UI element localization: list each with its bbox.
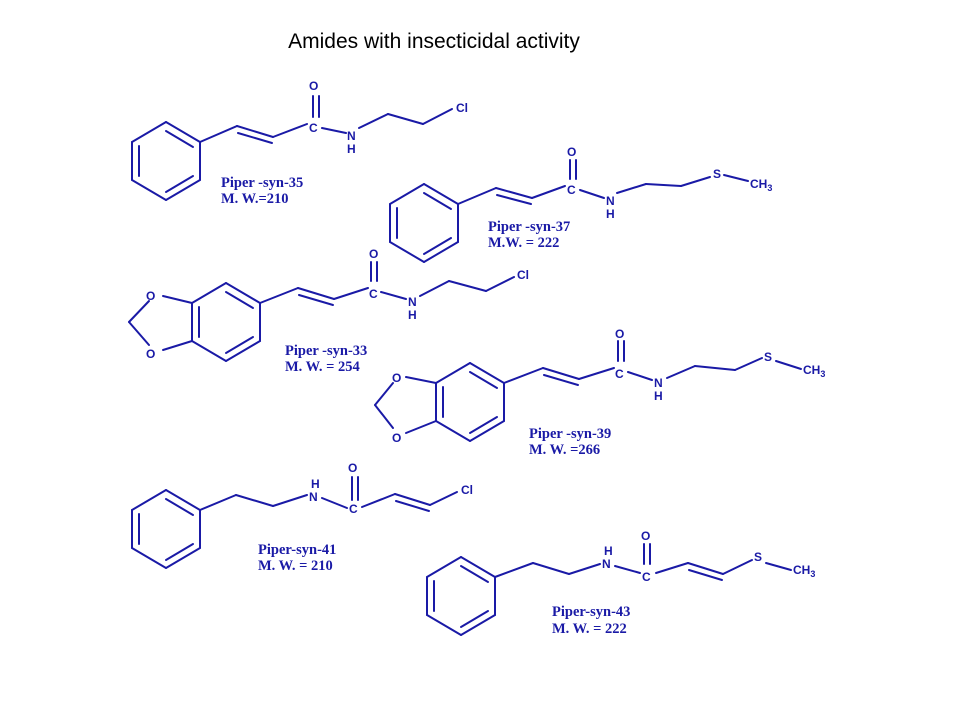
atom-oxygen: O — [369, 247, 378, 261]
atom-ring-oxygen: O — [146, 347, 155, 361]
atom-nitrogen: N — [654, 376, 663, 390]
compound-name: Piper-syn-41 — [258, 542, 336, 558]
atom-hydrogen: H — [604, 544, 613, 558]
atom-hydrogen: H — [654, 389, 663, 403]
compound-name: Piper-syn-43 — [552, 604, 630, 620]
structure-bonds — [426, 543, 792, 636]
atom-chlorine: Cl — [517, 268, 529, 282]
structure-bonds — [131, 476, 458, 569]
atom-methyl: CH3 — [803, 363, 825, 379]
atom-methyl: CH3 — [793, 563, 815, 579]
compound-piper-syn-41: H N O C Cl Piper-syn-41 M. W. = 210 — [131, 461, 473, 574]
atom-carbon: C — [349, 502, 358, 516]
atom-oxygen: O — [615, 327, 624, 341]
atom-sulfur: S — [713, 167, 721, 181]
atom-chlorine: Cl — [461, 483, 473, 497]
atom-sulfur: S — [764, 350, 772, 364]
compound-piper-syn-39: O C N H S CH3 O O Piper -syn-39 M. W. =2… — [374, 327, 825, 458]
atom-oxygen: O — [309, 79, 318, 93]
compound-piper-syn-35: O C N H Cl Piper -syn-35 M. W.=210 — [131, 79, 468, 207]
atom-carbon: C — [615, 367, 624, 381]
atom-ring-oxygen: O — [146, 289, 155, 303]
atom-chlorine: Cl — [456, 101, 468, 115]
compound-name: Piper -syn-39 — [529, 426, 611, 442]
atom-ring-oxygen: O — [392, 371, 401, 385]
structure-bonds — [389, 159, 749, 263]
compound-mw: M. W. =266 — [529, 442, 600, 458]
slide-title: Amides with insecticidal activity — [288, 30, 580, 53]
atom-oxygen: O — [348, 461, 357, 475]
compound-piper-syn-37: O C N H S CH3 Piper -syn-37 M.W. = 222 — [389, 145, 772, 263]
compound-mw: M. W. = 254 — [285, 359, 360, 375]
compound-mw: M. W.=210 — [221, 191, 288, 207]
atom-nitrogen: N — [347, 129, 356, 143]
atom-sulfur: S — [754, 550, 762, 564]
atom-oxygen: O — [567, 145, 576, 159]
atom-nitrogen: N — [602, 557, 611, 571]
atom-hydrogen: H — [408, 308, 417, 322]
atom-carbon: C — [567, 183, 576, 197]
compound-name: Piper -syn-37 — [488, 219, 570, 235]
atom-hydrogen: H — [311, 477, 320, 491]
compound-mw: M. W. = 222 — [552, 621, 627, 637]
compound-mw: M.W. = 222 — [488, 235, 559, 251]
atom-methyl: CH3 — [750, 177, 772, 193]
atom-carbon: C — [642, 570, 651, 584]
compound-piper-syn-43: H N O C S CH3 Piper-syn-43 M. W. = 222 — [426, 529, 815, 637]
atom-carbon: C — [309, 121, 318, 135]
structure-bonds — [374, 340, 802, 442]
atom-nitrogen: N — [606, 194, 615, 208]
atom-carbon: C — [369, 287, 378, 301]
atom-ring-oxygen: O — [392, 431, 401, 445]
atom-hydrogen: H — [606, 207, 615, 221]
atom-hydrogen: H — [347, 142, 356, 156]
atom-oxygen: O — [641, 529, 650, 543]
compound-mw: M. W. = 210 — [258, 558, 333, 574]
atom-nitrogen: N — [408, 295, 417, 309]
structure-bonds — [128, 261, 515, 362]
structure-bonds — [131, 95, 453, 201]
compound-name: Piper -syn-33 — [285, 343, 367, 359]
compound-name: Piper -syn-35 — [221, 175, 303, 191]
atom-nitrogen: N — [309, 490, 318, 504]
compound-piper-syn-33: O C N H Cl O O Piper -syn-33 M. W. = 254 — [128, 247, 529, 375]
